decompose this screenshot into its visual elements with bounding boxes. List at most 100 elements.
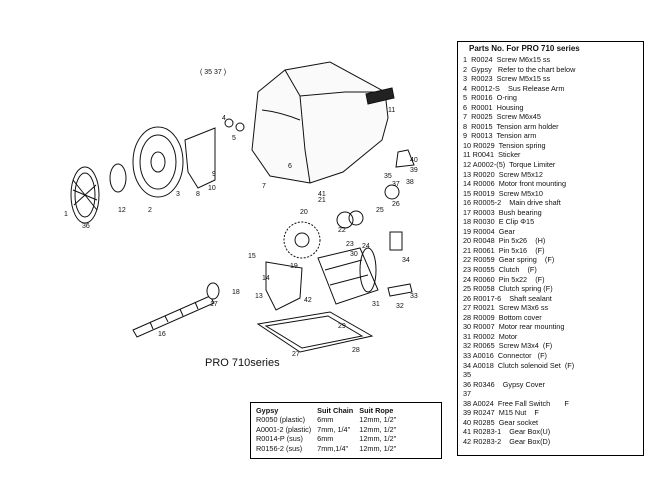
- series-label: PRO 710series: [205, 357, 280, 369]
- bottom-cover: [256, 311, 374, 353]
- parts-list-item: 36 R0346 Gypsy Cover: [463, 379, 545, 389]
- parts-list-item: 28 R0009 Bottom cover: [463, 312, 542, 322]
- parts-list-item: 12 A0002-(5) Torque Limiter: [463, 160, 556, 170]
- parts-list-item: 35: [463, 370, 472, 380]
- parts-list-item: 38 A0024 Free Fall Switch F: [463, 398, 569, 408]
- gypsy-table-cell: 12mm, 1/2": [359, 424, 397, 434]
- callout-number: 7: [262, 183, 266, 190]
- parts-list-item: 41 R0283-1 Gear Box(U): [463, 427, 551, 437]
- parts-list-item: 7 R0025 Screw M6x45: [463, 112, 541, 122]
- parts-list-item: 15 R0019 Screw M5x10: [463, 188, 543, 198]
- callout-number: 12: [118, 207, 126, 214]
- parts-list-box: Parts No. For PRO 710 series 1 R0024 Scr…: [457, 41, 644, 456]
- parts-list-item: 16 R0005-2 Main drive shaft: [463, 198, 561, 208]
- gypsy-table-cell: 12mm, 1/2": [359, 443, 397, 453]
- gypsy-table-cell: R0156-2 (sus): [256, 443, 303, 453]
- parts-list-item: 13 R0020 Screw M5x12: [463, 169, 543, 179]
- callout-number: 42: [304, 297, 312, 304]
- callout-number: 25: [376, 207, 384, 214]
- callout-number: 8: [196, 191, 200, 198]
- callout-number: 34: [402, 257, 410, 264]
- parts-list-item: 25 R0058 Clutch spring (F): [463, 284, 553, 294]
- callout-number: 32: [396, 303, 404, 310]
- callout-number: 4: [222, 115, 226, 122]
- gypsy-table-cell: R0050 (plastic): [256, 415, 306, 424]
- gypsy-table-cell: 6mm: [317, 415, 334, 424]
- parts-list-item: 27 R0021 Screw M3x6 ss: [463, 303, 549, 313]
- parts-list-item: 37: [463, 389, 472, 399]
- parts-list-item: 26 R0017-6 Shaft sealant: [463, 293, 552, 303]
- callout-number: 36: [82, 223, 90, 230]
- gypsy-table-header: Suit Chain: [317, 406, 354, 415]
- gypsy-table-row: R0156-2 (sus) 7mm,1/4" 12mm, 1/2": [256, 444, 402, 454]
- callout-number: 21: [318, 197, 326, 204]
- parts-list-item: 30 R0007 Motor rear mounting: [463, 322, 565, 332]
- parts-list-item: 39 R0247 M15 Nut F: [463, 408, 539, 418]
- callout-number: 33: [410, 293, 418, 300]
- callout-number: 39: [410, 167, 418, 174]
- motor: [317, 247, 379, 305]
- housing: [251, 61, 389, 184]
- parts-list-item: 6 R0001 Housing: [463, 102, 524, 112]
- callout-number: 24: [362, 243, 370, 250]
- parts-list-item: 3 R0023 Screw M5x15 ss: [463, 74, 551, 84]
- callout-number: 6: [288, 163, 292, 170]
- callout-number: 38: [406, 179, 414, 186]
- callout-number: 1: [64, 211, 68, 218]
- callout-number: 13: [255, 293, 263, 300]
- callout-number: 35: [384, 173, 392, 180]
- parts-list-item: 11 R0041 Sticker: [463, 150, 521, 160]
- parts-list-item: 4 R0012-S Sus Release Arm: [463, 83, 565, 93]
- gypsy-table-cell: 7mm, 1/4": [317, 424, 351, 434]
- parts-list-item: 32 R0065 Screw M3x4 (F): [463, 341, 553, 351]
- parts-list-item: 19 R0004 Gear: [463, 226, 515, 236]
- gypsy-table-row: R0050 (plastic) 6mm 12mm, 1/2": [256, 415, 402, 425]
- parts-list-item: 8 R0015 Tension arm holder: [463, 121, 559, 131]
- callout-number: 41: [318, 191, 326, 198]
- callout-number: 16: [158, 331, 166, 338]
- gypsy-wheel: [132, 126, 184, 198]
- gypsy-cover: [70, 166, 100, 224]
- gypsy-table-cell: A0001-2 (plastic): [256, 424, 312, 434]
- gypsy-table-cell: 7mm,1/4": [317, 443, 349, 453]
- callout-number: 23: [346, 241, 354, 248]
- parts-list-item: 10 R0029 Tension spring: [463, 140, 546, 150]
- callout-number: 20: [300, 209, 308, 216]
- callout-number: 18: [232, 289, 240, 296]
- parts-list-item: 23 R0055 Clutch (F): [463, 265, 537, 275]
- gypsy-table-cell: 6mm: [317, 434, 334, 443]
- callout-number: 17: [210, 301, 218, 308]
- gypsy-table-row: A0001-2 (plastic) 7mm, 1/4" 12mm, 1/2": [256, 425, 402, 435]
- parts-list-item: 40 R0285 Gear socket: [463, 417, 539, 427]
- parts-list-item: 20 R0048 Pin 5x26 (H): [463, 236, 546, 246]
- callout-number: 10: [208, 185, 216, 192]
- parts-list-item: 24 R0060 Pin 5x22 (F): [463, 274, 545, 284]
- gypsy-table-cell: 12mm, 1/2": [359, 415, 397, 424]
- parts-list-item: 33 A0016 Connector (F): [463, 350, 547, 360]
- callout-number: 31: [372, 301, 380, 308]
- parts-list-item: 42 R0283-2 Gear Box(D): [463, 436, 551, 446]
- parts-list-item: 9 R0013 Tension arm: [463, 131, 537, 141]
- parts-list-item: 21 R0061 Pin 5x16 (F): [463, 245, 545, 255]
- callout-number: 29: [338, 323, 346, 330]
- sticker: [365, 87, 395, 105]
- parts-list-item: 22 R0059 Gear spring (F): [463, 255, 555, 265]
- gypsy-table-cell: R0014-P (sus): [256, 434, 303, 443]
- parts-list-item: 18 R0030 E Clip Φ15: [463, 217, 535, 227]
- callout-number: 5: [232, 135, 236, 142]
- callout-number: 15: [248, 253, 256, 260]
- top-callout: ( 35 37 ): [200, 69, 226, 76]
- parts-list-item: 2 Gypsy Refer to the chart below: [463, 64, 576, 74]
- parts-list-item: 5 R0016 O-ring: [463, 93, 517, 103]
- callout-number: 27: [292, 351, 300, 358]
- callout-number: 28: [352, 347, 360, 354]
- parts-list-item: 31 R0002 Motor: [463, 331, 518, 341]
- gear: [283, 221, 321, 259]
- callout-number: 9: [212, 171, 216, 178]
- parts-list-item: 34 A0018 Clutch solenoid Set (F): [463, 360, 575, 370]
